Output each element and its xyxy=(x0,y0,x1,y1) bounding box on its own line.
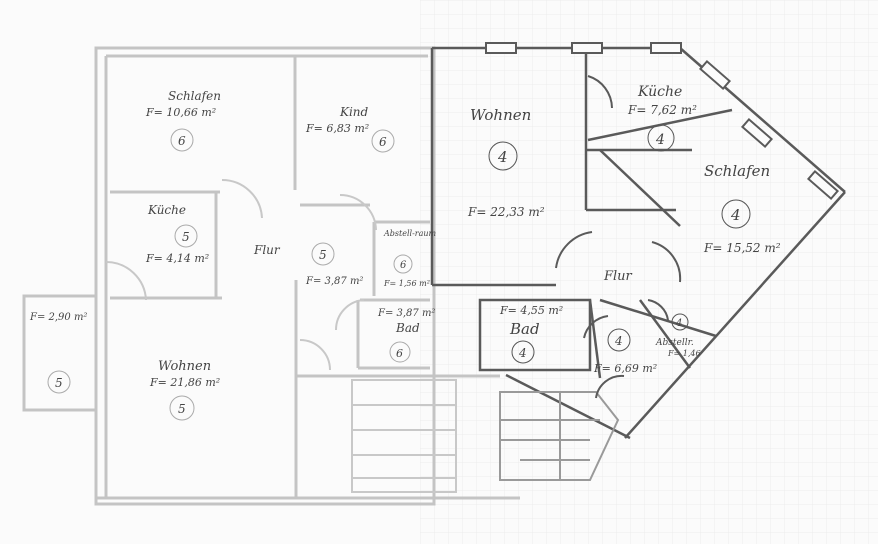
unit-circle xyxy=(671,313,689,331)
room-name: Schlafen xyxy=(168,89,221,103)
room-area: F= 3,87 m² xyxy=(377,308,435,319)
room-kueche-right: Küche F= 7,62 m² 4 xyxy=(627,84,697,152)
unit-number: 4 xyxy=(730,206,741,224)
room-name: Flur xyxy=(253,243,281,257)
unit-number: 4 xyxy=(655,132,665,148)
unit-number: 6 xyxy=(379,135,387,149)
room-area: F= 6,83 m² xyxy=(305,122,369,135)
right-unit-walls xyxy=(430,46,846,440)
room-area: F= 4,55 m² xyxy=(499,304,563,317)
unit-number: 6 xyxy=(400,260,407,271)
room-area: F= 10,66 m² xyxy=(145,106,216,119)
room-area: F= 1,46 xyxy=(667,349,701,358)
room-flur-right: Flur 4 F= 6,69 m² xyxy=(593,269,657,375)
room-area: F= 6,69 m² xyxy=(593,362,657,375)
room-area: F= 2,90 m² xyxy=(29,312,87,323)
unit-circle xyxy=(393,254,413,274)
unit-circle xyxy=(311,242,335,266)
unit-circle xyxy=(721,199,751,229)
room-flur-left: Flur F= 3,87 m² 5 xyxy=(253,242,363,287)
room-wohnen-left: Wohnen F= 21,86 m² 5 xyxy=(149,359,220,421)
room-kind: Kind F= 6,83 m² 6 xyxy=(305,105,395,153)
room-area: F= 7,62 m² xyxy=(627,103,697,117)
room-schlafen-right: Schlafen 4 F= 15,52 m² xyxy=(703,162,781,255)
unit-circle xyxy=(607,328,631,352)
unit-circle xyxy=(47,370,71,394)
unit-number: 5 xyxy=(319,248,327,262)
unit-circle xyxy=(511,340,535,364)
room-name: Wohnen xyxy=(158,359,211,374)
room-area: F= 15,52 m² xyxy=(703,241,781,255)
left-unit-walls xyxy=(22,46,520,506)
room-name: Flur xyxy=(603,269,633,284)
room-area: F= 4,14 m² xyxy=(145,252,209,265)
room-name: Wohnen xyxy=(470,106,531,124)
room-area: F= 3,87 m² xyxy=(305,276,363,287)
room-abstellraum-left: Abstell-raum F= 1,56 m² 6 xyxy=(383,229,437,288)
unit-number: 4 xyxy=(518,346,527,360)
room-name: Küche xyxy=(147,203,186,217)
unit-number: 6 xyxy=(396,347,403,360)
room-name: Küche xyxy=(637,84,682,100)
right-stairs xyxy=(499,391,620,481)
room-kueche-left: Küche F= 4,14 m² 5 xyxy=(145,203,209,265)
unit-number: 5 xyxy=(178,402,186,416)
room-name: Schlafen xyxy=(704,162,770,180)
room-wohnen-right: Wohnen 4 F= 22,33 m² xyxy=(467,106,545,219)
room-abstellr-right: 4 Abstellr. F= 1,46 xyxy=(655,313,701,358)
room-schlafen-left: Schlafen F= 10,66 m² 6 xyxy=(145,89,221,152)
unit-number: 5 xyxy=(55,376,63,390)
room-balkon: F= 2,90 m² 5 xyxy=(29,312,87,394)
room-name: Bad xyxy=(395,321,420,335)
unit-circle xyxy=(174,224,198,248)
left-door-arcs xyxy=(105,178,377,371)
room-name: Abstell-raum xyxy=(383,229,437,238)
unit-number: 4 xyxy=(675,318,682,329)
unit-number: 4 xyxy=(497,148,508,166)
room-area: F= 22,33 m² xyxy=(467,205,545,219)
room-area: F= 1,56 m² xyxy=(383,279,430,288)
room-bad-right: F= 4,55 m² Bad 4 xyxy=(499,304,563,364)
unit-number: 6 xyxy=(178,134,186,148)
unit-circle xyxy=(488,141,518,171)
right-door-arcs xyxy=(555,75,682,399)
unit-circle xyxy=(371,129,395,153)
unit-circle xyxy=(389,341,411,363)
room-area: F= 21,86 m² xyxy=(149,376,220,389)
room-name: Bad xyxy=(509,320,540,338)
unit-circle xyxy=(647,124,675,152)
unit-number: 5 xyxy=(182,230,190,244)
right-windows xyxy=(485,42,840,201)
unit-circle xyxy=(170,128,194,152)
room-bad-left: F= 3,87 m² Bad 6 xyxy=(377,308,435,363)
unit-number: 4 xyxy=(614,334,623,348)
room-name: Kind xyxy=(339,105,369,119)
room-name: Abstellr. xyxy=(655,338,694,348)
unit-circle xyxy=(169,395,195,421)
grid-paper xyxy=(420,0,878,544)
left-stairs xyxy=(351,379,457,493)
